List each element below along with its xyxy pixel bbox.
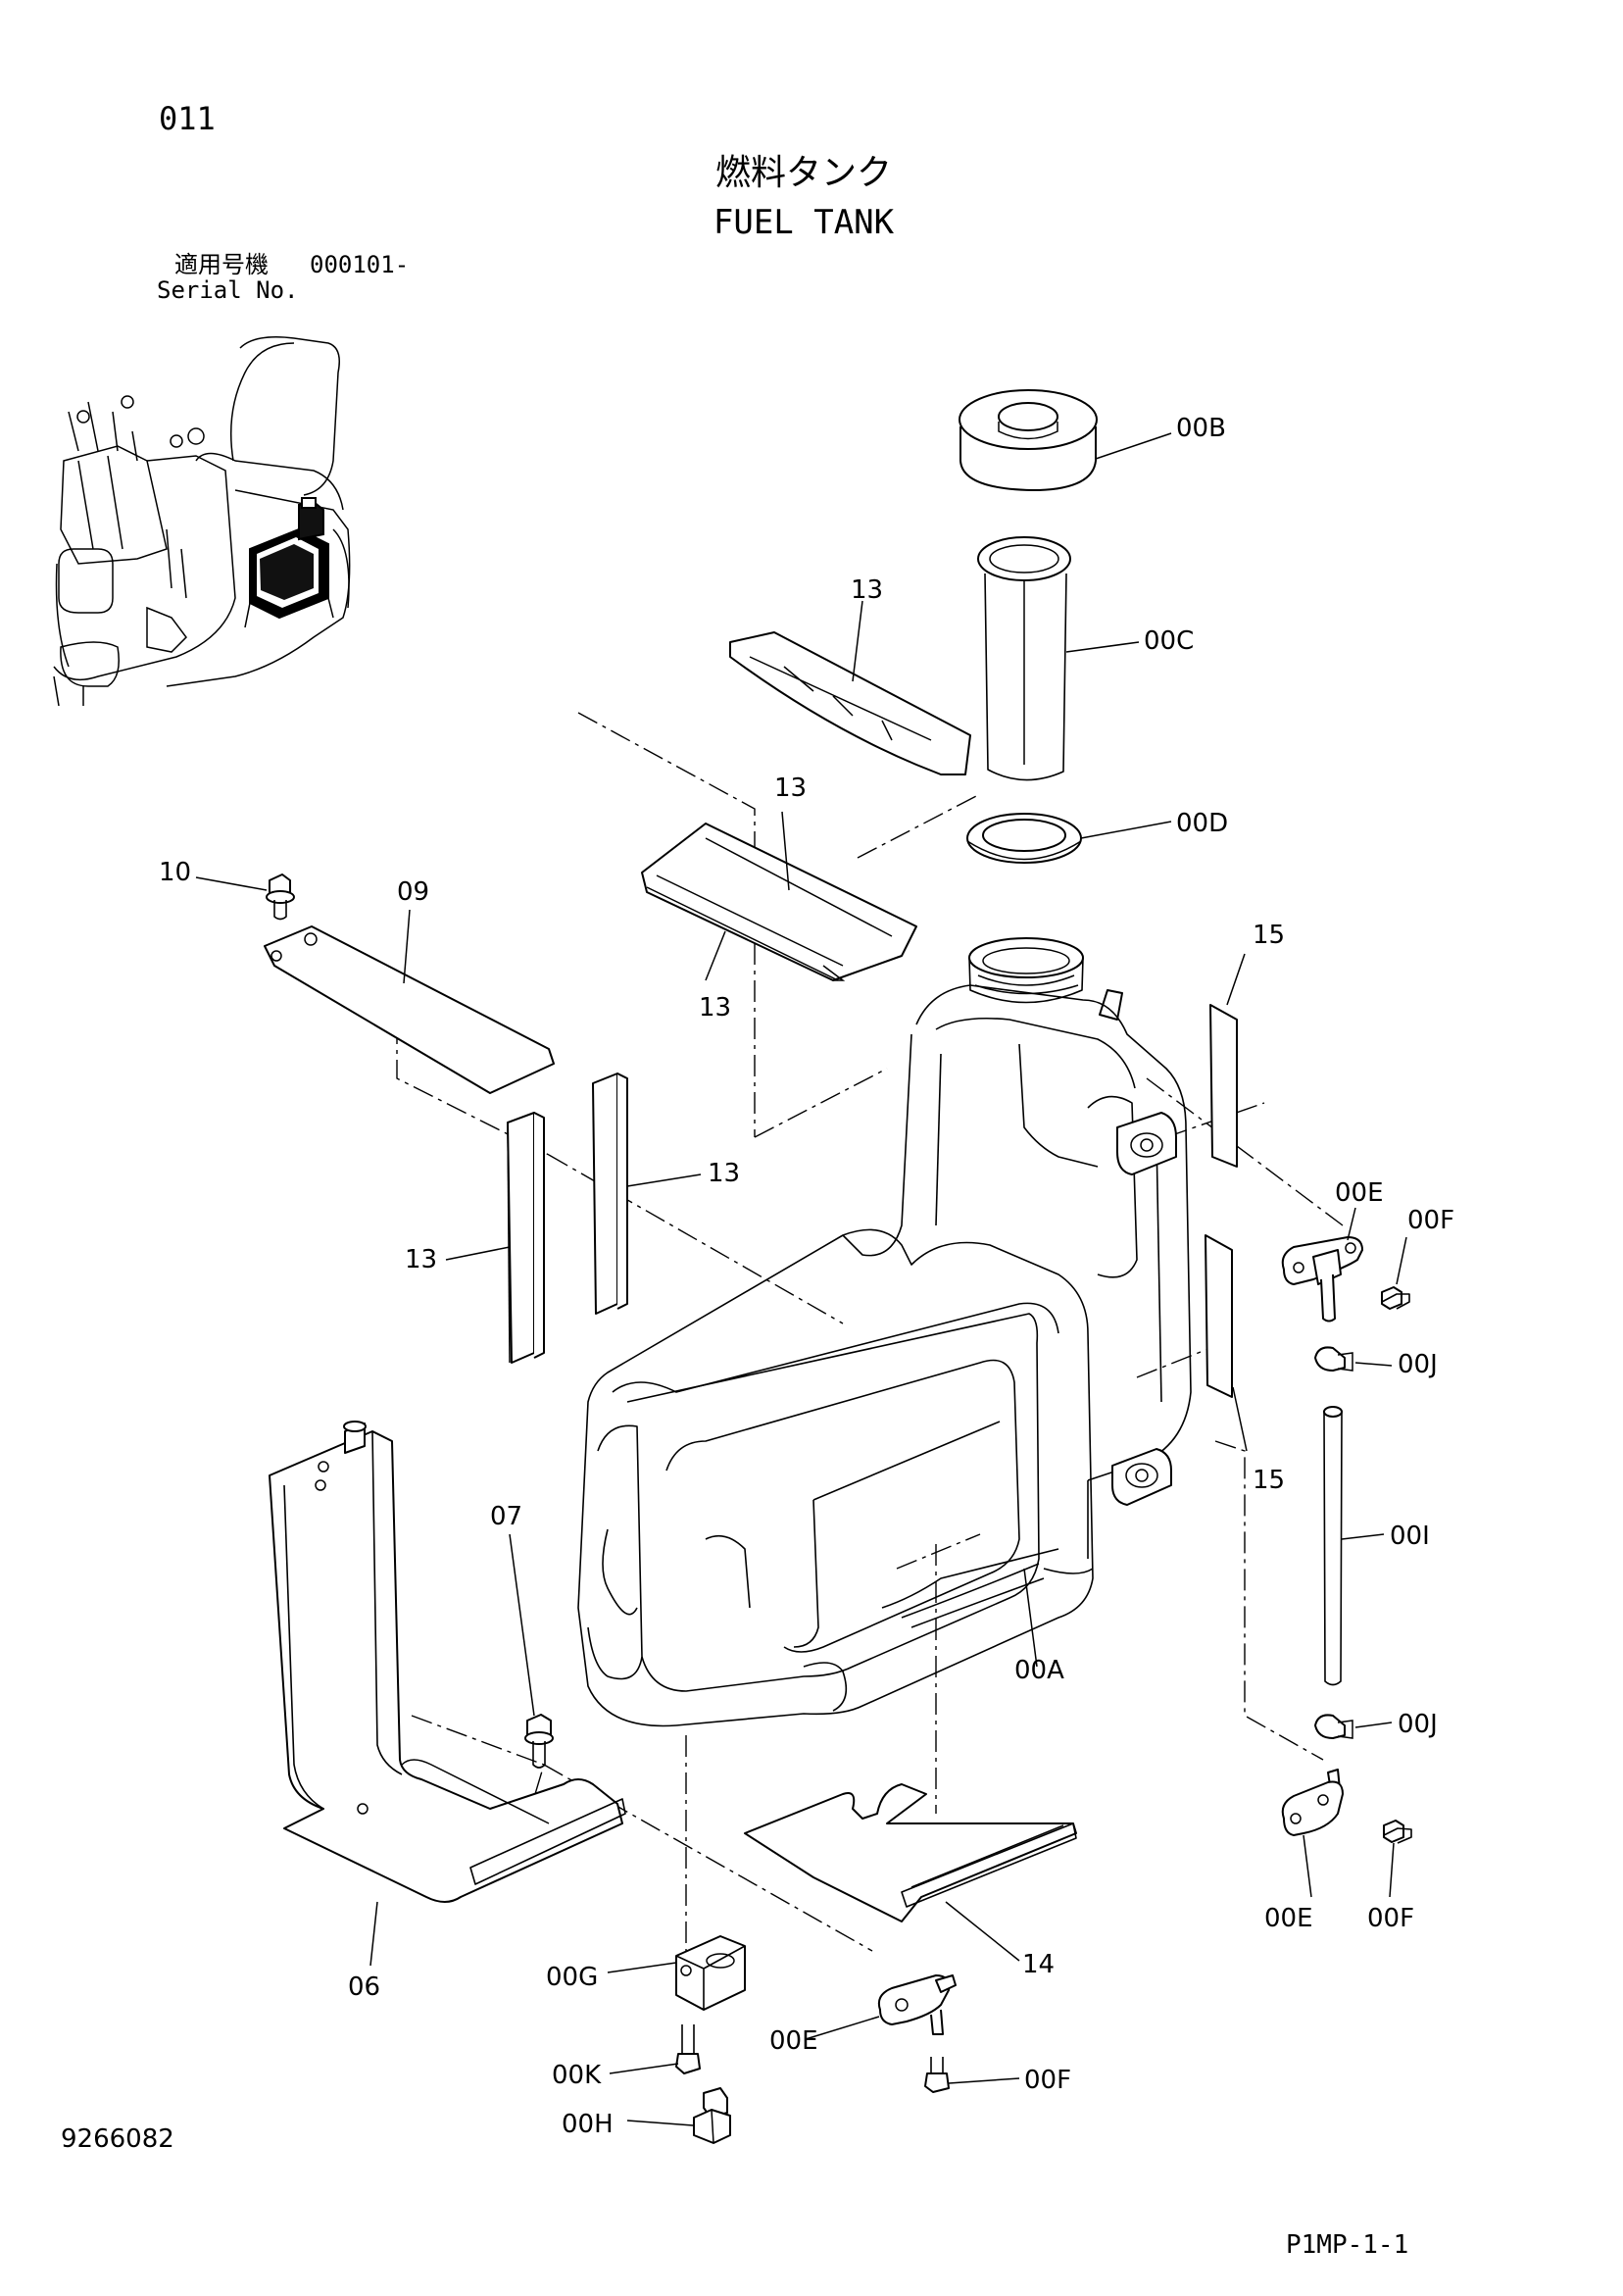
part-06-bracket [269, 1421, 626, 1903]
callout-00G: 00G [546, 1963, 598, 1992]
callout-15-top: 15 [1253, 921, 1285, 950]
callout-00F-right: 00F [1367, 1904, 1414, 1933]
part-00E-flange-right [1281, 1769, 1344, 1836]
callout-00B: 00B [1176, 414, 1226, 443]
callout-09: 09 [397, 877, 429, 907]
page-reference: P1MP-1-1 [1286, 2230, 1408, 2260]
callout-13-top: 13 [851, 575, 883, 605]
part-00E-flange-upper [1281, 1236, 1363, 1323]
callout-15-bottom: 15 [1253, 1466, 1285, 1495]
title-english: FUEL TANK [713, 203, 895, 242]
part-15-pad-lower [1205, 1234, 1233, 1398]
callout-00H: 00H [562, 2110, 614, 2139]
callout-00I: 00I [1390, 1522, 1430, 1551]
callout-13-mid: 13 [774, 774, 807, 803]
part-00D-gasket [966, 813, 1082, 864]
leader-lines [195, 432, 1407, 2126]
part-00K-bolt [675, 2024, 701, 2074]
serial-label-jp: 適用号機 [174, 251, 269, 278]
part-13-channel [641, 823, 917, 981]
callout-00F-bottom: 00F [1024, 2066, 1071, 2095]
callout-00E-right: 00E [1264, 1904, 1313, 1933]
callout-00D: 00D [1176, 809, 1228, 838]
part-00I-hose [1323, 1406, 1343, 1686]
part-00C-filler-strainer [977, 536, 1071, 781]
part-00J-clamp-upper [1314, 1346, 1353, 1372]
part-00J-clamp-lower [1314, 1714, 1353, 1739]
callout-14: 14 [1022, 1950, 1055, 1979]
part-00F-bolt-bottom [924, 2057, 950, 2093]
serial-label-en: Serial No. [157, 276, 299, 304]
callout-00E-bottom: 00E [769, 2026, 818, 2056]
part-07-bolt [524, 1714, 554, 1769]
callout-00A: 00A [1014, 1656, 1064, 1685]
part-00H-drain-plug [693, 2087, 731, 2144]
callout-labels: 00B 00C 00D 13 13 13 10 09 13 13 15 15 0… [159, 414, 1454, 2139]
part-00F-bolt-upper [1381, 1286, 1410, 1310]
callout-00E-top: 00E [1335, 1178, 1384, 1208]
title-japanese: 燃料タンク [715, 153, 892, 193]
callout-13-left: 13 [405, 1245, 437, 1274]
part-00A-fuel-tank [577, 937, 1192, 1727]
callout-00J-bottom: 00J [1398, 1710, 1438, 1739]
part-00E-flange-bottom [877, 1974, 957, 2035]
part-13-right-vertical [592, 1073, 628, 1315]
callout-00K: 00K [552, 2061, 602, 2090]
part-13-left-vertical [507, 1112, 545, 1364]
part-14-cover-plate [744, 1783, 1077, 1922]
part-00G-drain-block [675, 1935, 746, 2011]
callout-10: 10 [159, 858, 191, 887]
callout-00C: 00C [1144, 626, 1194, 656]
part-00B-filler-cap [959, 389, 1098, 491]
part-09-plate [264, 925, 555, 1094]
callout-00F-top: 00F [1407, 1206, 1454, 1235]
locator-machine-illustration [53, 336, 351, 707]
serial-value: 000101- [310, 251, 409, 278]
part-15-pad-upper [1209, 1004, 1238, 1168]
part-13-top-strip [729, 631, 971, 775]
callout-00J-top: 00J [1398, 1350, 1438, 1379]
part-10-bolt [266, 873, 295, 921]
callout-13-right: 13 [708, 1159, 740, 1188]
part-00F-bolt-right [1383, 1820, 1412, 1844]
callout-13-low: 13 [699, 993, 731, 1023]
callout-06: 06 [348, 1972, 380, 2002]
page-code: 011 [159, 100, 216, 137]
drawing-number: 9266082 [61, 2124, 174, 2154]
callout-07: 07 [490, 1502, 522, 1531]
